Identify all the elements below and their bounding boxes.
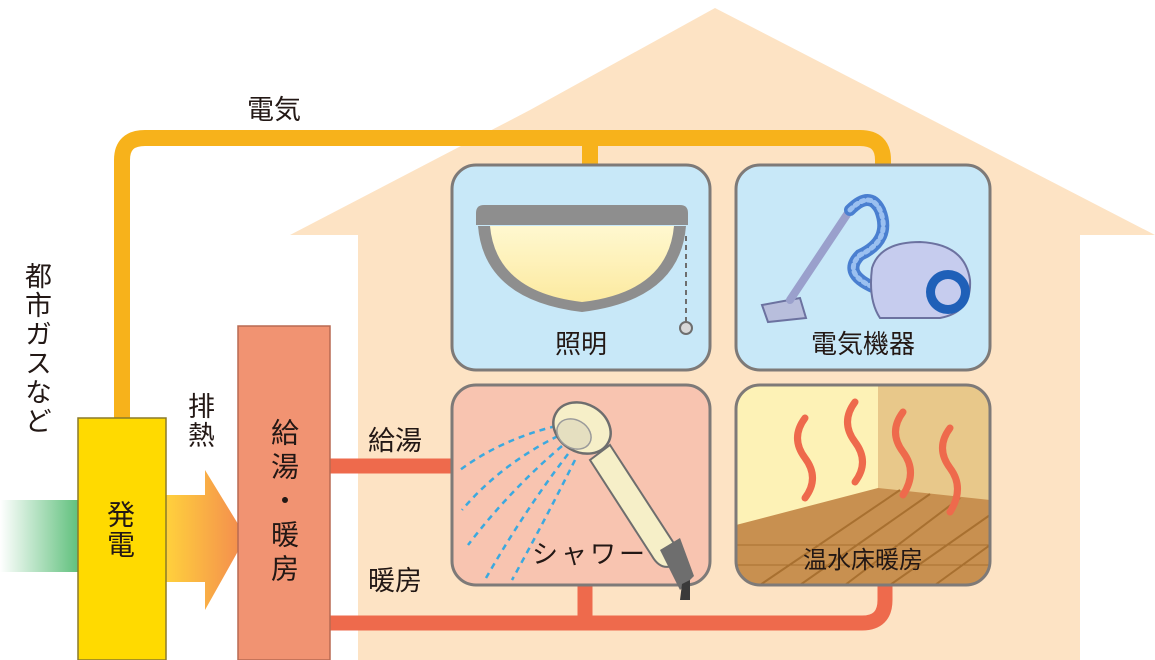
heat-unit-box [237,325,331,660]
floor-heating-label: 温水床暖房 [803,546,923,574]
heat-unit-label: 給湯・暖房 [267,418,300,588]
shower-head-icon [552,401,694,600]
appliances-label: 電気機器 [810,330,915,360]
exhaust-heat-label: 排熱 [183,392,214,450]
vacuum-cleaner-icon [760,194,972,324]
shower-label: シャワー [532,540,649,570]
city-gas-label: 都市ガスなど [20,262,51,436]
heat-wave-icon [794,398,961,516]
lighting-label: 照明 [554,330,607,360]
room-appliances [734,163,992,372]
water-spray-icon [459,424,577,581]
ceiling-light-icon [476,205,688,225]
heating-label: 暖房 [368,566,422,597]
electricity-line [114,130,891,420]
generator-label: 発電 [103,500,136,560]
room-lighting [450,163,712,372]
room-floor-heating [734,383,992,587]
room-shower [450,383,712,600]
electricity-label: 電気 [247,95,301,126]
generator-box [77,417,167,660]
house-shape [290,8,1155,660]
gas-inflow-arrow [0,500,80,572]
exhaust-heat-arrow [165,470,246,610]
hot-water-label: 給湯 [368,426,422,457]
heating-line [330,580,893,631]
